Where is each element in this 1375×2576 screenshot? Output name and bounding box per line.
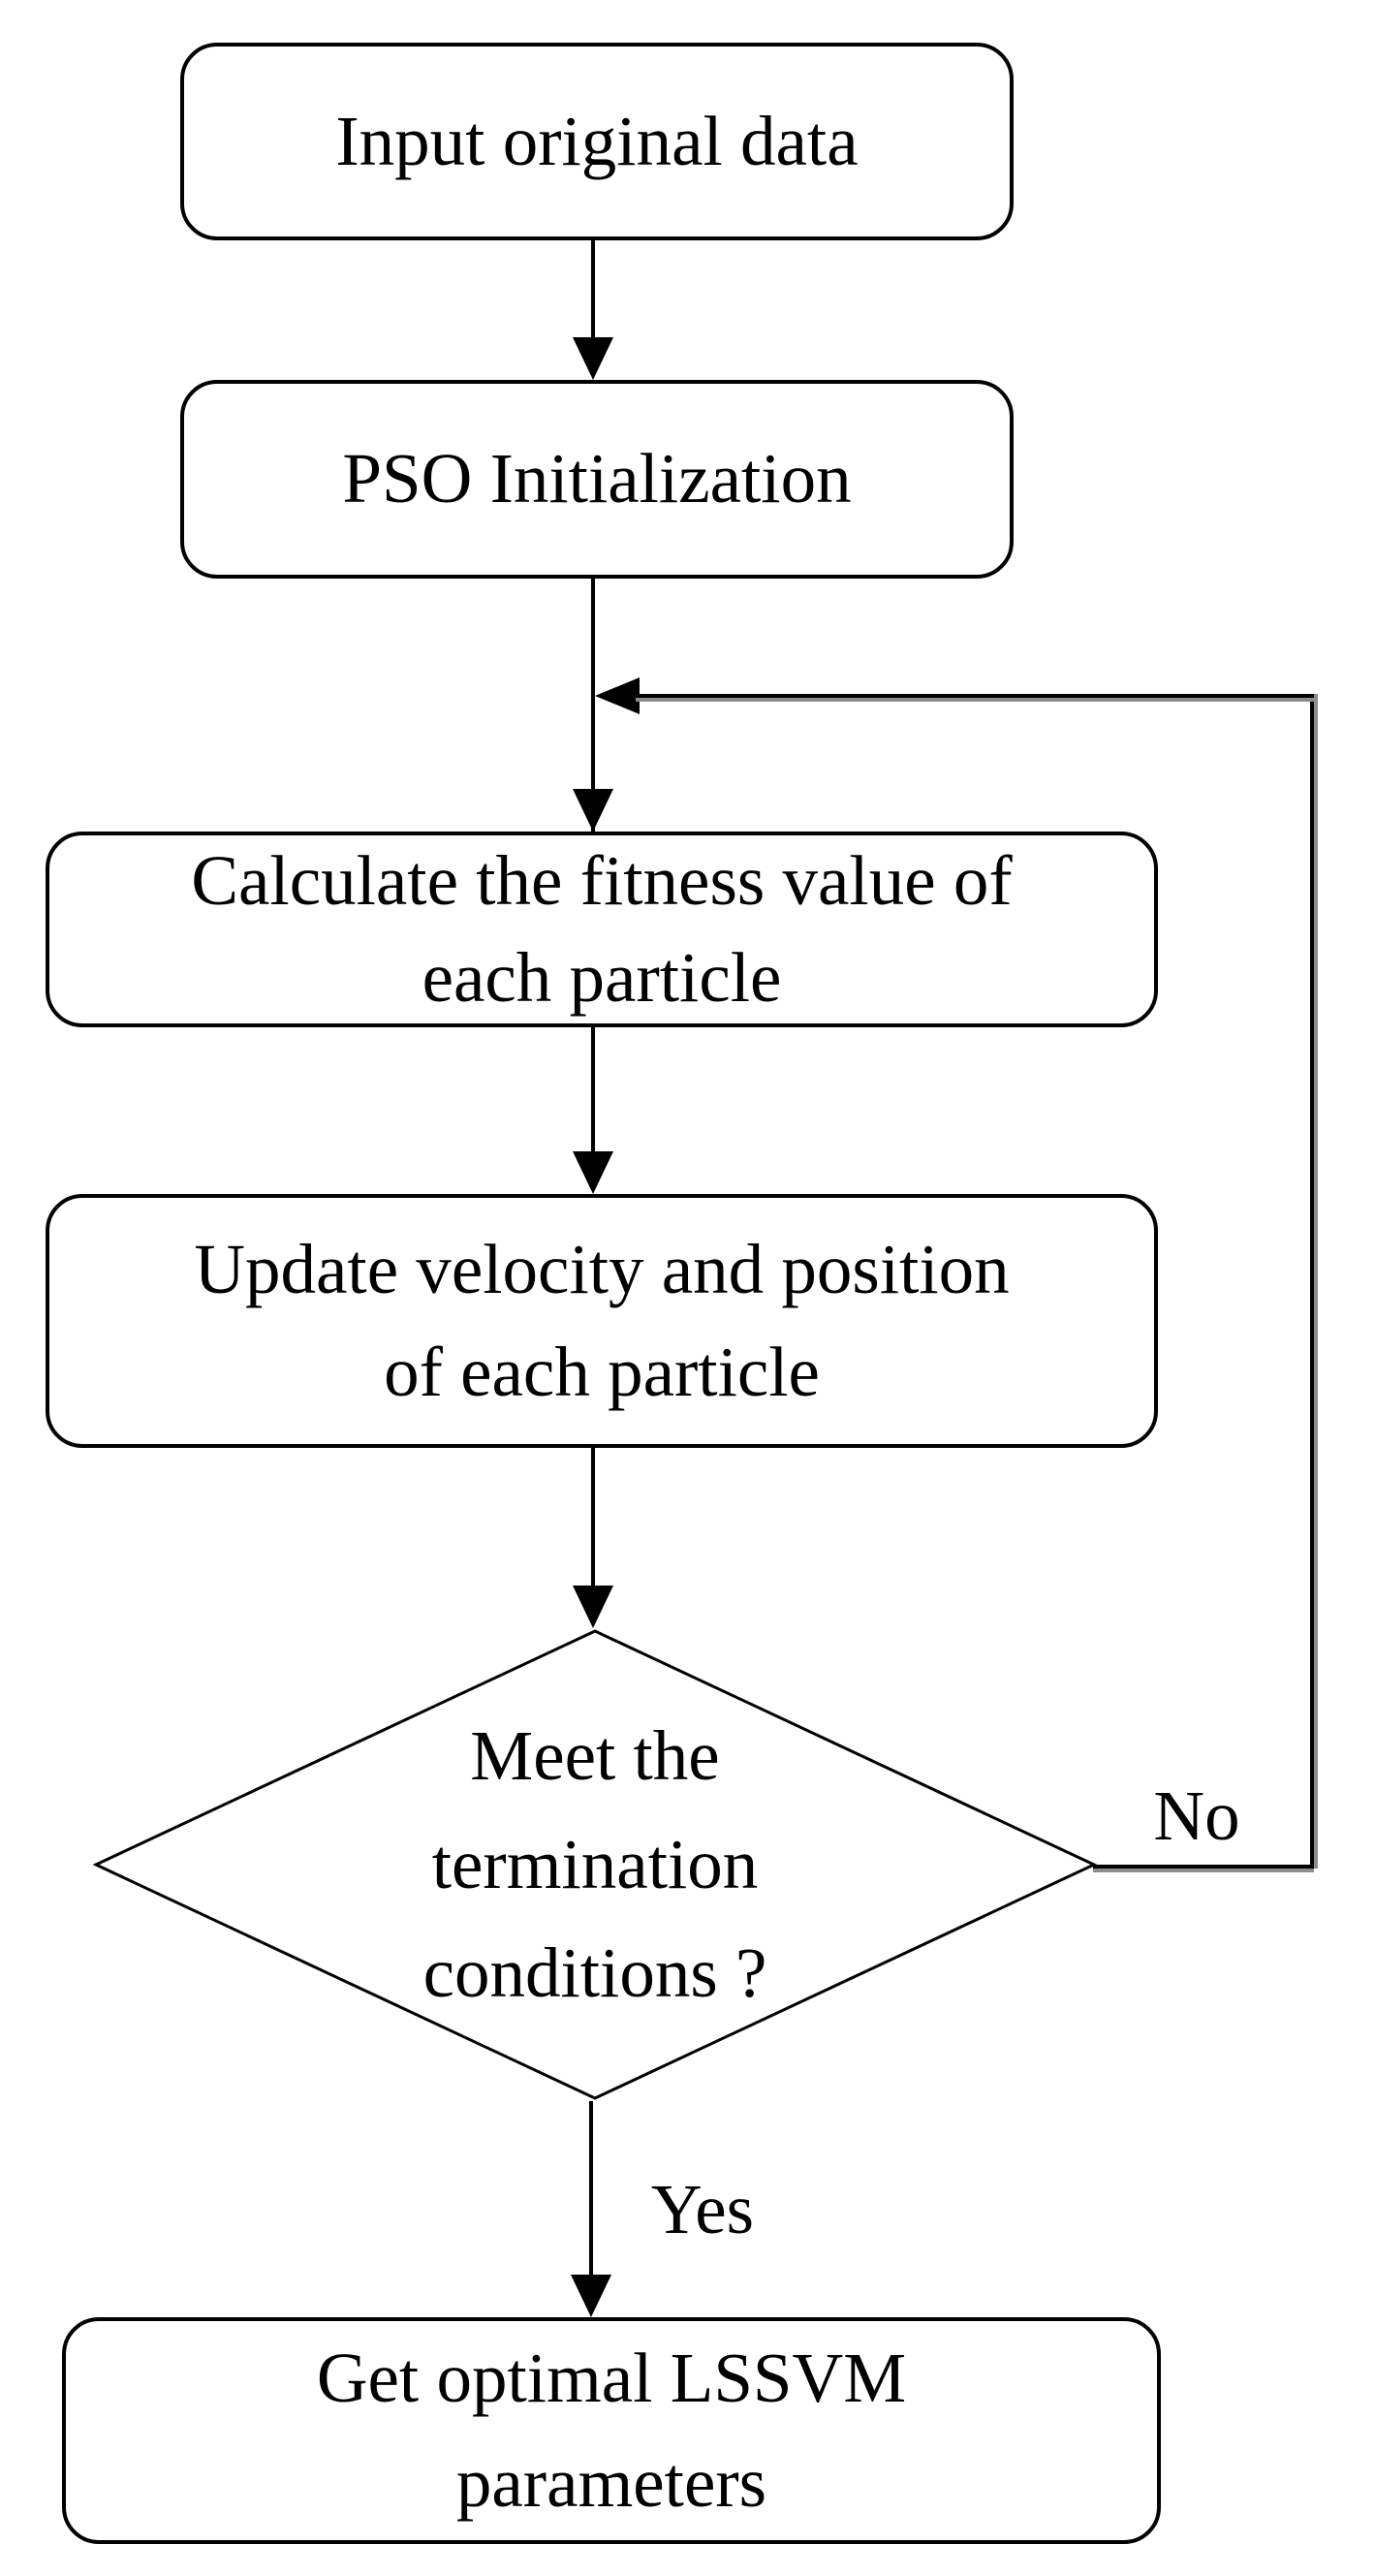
node-get-optimal-lssvm-line2: parameters [455, 2443, 767, 2522]
arrowhead-down-icon [573, 1151, 613, 1194]
node-get-optimal-lssvm: Get optimal LSSVM parameters [62, 2317, 1161, 2544]
label-no: No [1153, 1776, 1240, 1855]
node-input-original-data: Input original data [180, 43, 1014, 240]
decision-diamond-shape [93, 1629, 1097, 2100]
arrowhead-down-icon [573, 337, 613, 380]
node-update-velocity-position-line2: of each particle [384, 1333, 820, 1411]
node-input-original-data-label: Input original data [335, 101, 859, 180]
node-update-velocity-position: Update velocity and position of each par… [46, 1194, 1158, 1448]
decision-termination-conditions: Meet the termination conditions ? [93, 1628, 1097, 2101]
node-calculate-fitness: Calculate the fitness value of each part… [46, 832, 1158, 1027]
decision-line1: Meet the [470, 1716, 720, 1795]
connector-input-to-init [591, 240, 595, 341]
arrowhead-down-icon [573, 1586, 613, 1628]
node-pso-initialization-label: PSO Initialization [342, 439, 852, 518]
node-calculate-fitness-line1: Calculate the fitness value of [191, 841, 1013, 920]
loop-line-bottom [1093, 1865, 1314, 1869]
connector-decision-to-output [589, 2101, 593, 2278]
decision-text: Meet the termination conditions ? [93, 1628, 1097, 2101]
node-calculate-fitness-line2: each particle [422, 938, 782, 1017]
loop-line-top [636, 694, 1314, 698]
connector-fitness-to-update [591, 1027, 595, 1155]
arrowhead-down-icon [573, 789, 613, 832]
decision-line2: termination [431, 1825, 759, 1903]
node-get-optimal-lssvm-line1: Get optimal LSSVM [316, 2339, 907, 2417]
node-pso-initialization: PSO Initialization [180, 380, 1014, 579]
node-update-velocity-position-line1: Update velocity and position [194, 1230, 1010, 1308]
loop-line-right [1310, 694, 1314, 1869]
arrowhead-left-icon [595, 677, 640, 714]
connector-init-to-fitness [591, 579, 595, 832]
label-yes: Yes [650, 2170, 755, 2248]
connector-update-to-decision [591, 1448, 595, 1589]
decision-line3: conditions ? [422, 1933, 767, 2012]
arrowhead-down-icon [571, 2275, 611, 2317]
